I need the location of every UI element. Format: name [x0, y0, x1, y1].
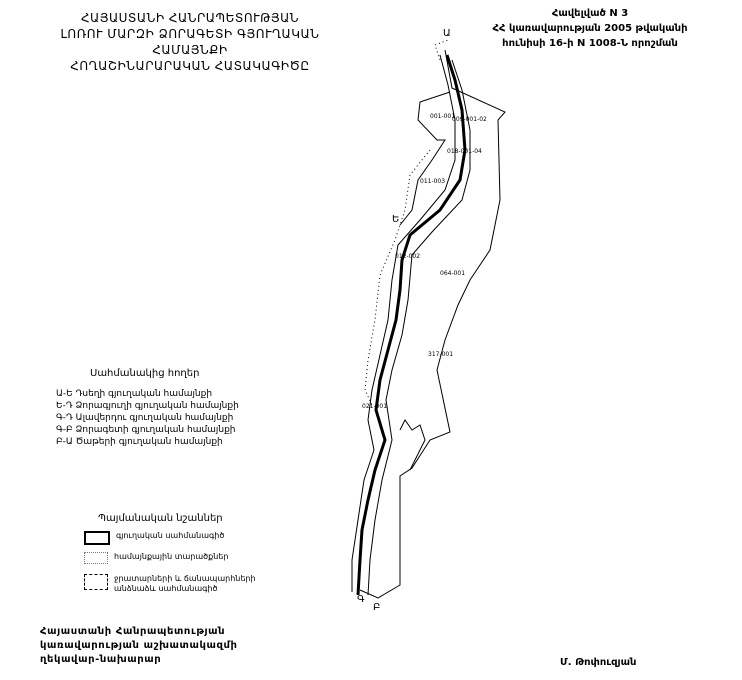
parcel-label: 009-001-02 [452, 116, 487, 123]
river [356, 54, 467, 596]
parcel-label: 018-001-04 [447, 148, 482, 155]
west-boundary [399, 91, 451, 226]
parcel-label: 011-003 [420, 178, 445, 185]
annex-line: հունիսի 16-ի N 1008-Ն որոշման [502, 38, 678, 49]
adjacent-lands-list: Ա-Ե Դսեղի գյուղական համայնքի Ե-Դ Ձորագյո… [56, 388, 239, 448]
point-label-g: Գ [357, 594, 365, 605]
adjacent-item: Գ-Դ Ալավերդու գյուղական համայնքի [56, 413, 234, 423]
legend-label: գյուղական սահմանագիծ [116, 531, 225, 540]
signatory-name: Մ. Թոփուզյան [560, 657, 637, 668]
adjacent-item: Բ-Ա Ծաթերի գյուղական համայնքի [56, 437, 223, 447]
legend-title: Պայմանական նշաններ [98, 513, 223, 524]
position-line: ղեկավար-նախարար [40, 654, 162, 665]
legend-label: համայնքային տարածքներ [114, 552, 229, 561]
solid-boundary-symbol [84, 531, 110, 545]
point-label-b: Բ [373, 602, 380, 613]
adjacent-item: Գ-Բ Ձորագետի գյուղական համայնքի [56, 425, 236, 435]
river-bank [351, 54, 456, 592]
adjacent-item: Ա-Ե Դսեղի գյուղական համայնքի [56, 389, 213, 399]
legend-item: համայնքային տարածքներ [84, 552, 228, 564]
position-line: կառավարության աշխատակազմի [40, 640, 238, 651]
title-line: ՀԱՅԱՍՏԱՆԻ ՀԱՆՐԱՊԵՏՈՒԹՅԱՆ [80, 11, 300, 25]
side-stream [399, 419, 426, 471]
annex-header: Հավելված N 3 ՀՀ կառավարության 2005 թվակա… [470, 6, 710, 51]
position-line: Հայաստանի Հանրապետության [40, 626, 226, 637]
legend-item: գյուղական սահմանագիծ [84, 531, 224, 545]
annex-line: ՀՀ կառավարության 2005 թվականի [492, 23, 688, 34]
signatory-position: Հայաստանի Հանրապետության կառավարության ա… [40, 625, 238, 667]
title-line: ՀՈՂԱՇԻՆԱՐԱՐԱԿԱՆ ՀԱՏԱԿԱԳԻԾԸ [70, 59, 310, 73]
dashed-boundary-symbol [84, 574, 108, 590]
point-label-e: Ե [392, 214, 399, 225]
dotted-zone [364, 149, 431, 406]
parcel-label: 012-002 [395, 253, 420, 260]
legend-item: ջրատարների և ճանապարհների անձնաձև սահման… [84, 574, 256, 594]
point-label-a: Ա [443, 28, 451, 39]
parcel-label: 317-001 [428, 351, 453, 358]
parcel-label: 021-001 [362, 403, 387, 410]
dotted-area-symbol [84, 552, 108, 564]
title-line: ԼՈՌՈՒ ՄԱՐԶԻ ՁՈՐԱԳԵՏԻ ԳՅՈՒՂԱԿԱՆ ՀԱՄԱՅՆՔԻ [60, 27, 320, 57]
adjacent-item: Ե-Դ Ձորագյուղի գյուղական համայնքի [56, 401, 239, 411]
parcel-label: 001-001 [430, 113, 455, 120]
parcel-label: 064-001 [440, 270, 465, 277]
annex-line: Հավելված N 3 [551, 8, 629, 19]
adjacent-lands-title: Սահմանակից հողեր [90, 368, 200, 379]
river-bank [367, 59, 471, 596]
map-title: ՀԱՅԱՍՏԱՆԻ ՀԱՆՐԱՊԵՏՈՒԹՅԱՆ ԼՈՌՈՒ ՄԱՐԶԻ ՁՈՐ… [40, 10, 340, 74]
legend-label: ջրատարների և ճանապարհների անձնաձև սահման… [114, 574, 256, 593]
community-boundary [359, 49, 506, 599]
